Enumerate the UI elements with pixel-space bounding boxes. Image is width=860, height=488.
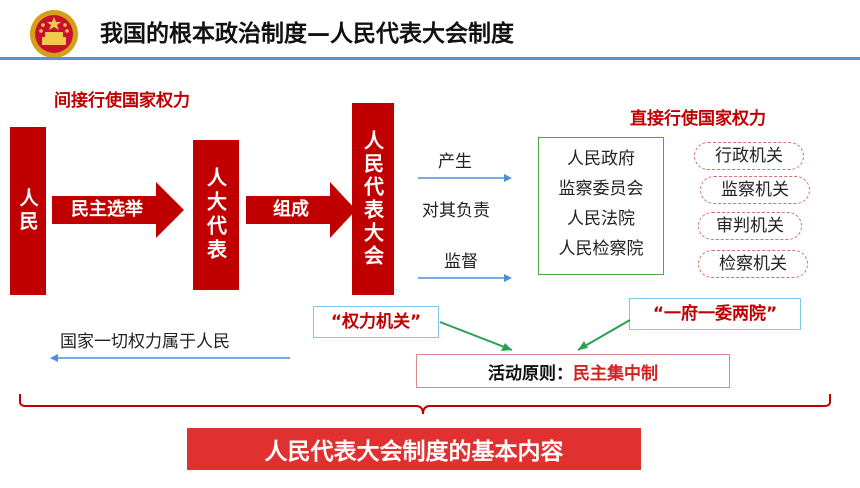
election-arrow: 民主选举 [52, 182, 184, 238]
national-emblem-icon [28, 8, 80, 60]
form-arrow-label: 组成 [273, 199, 309, 220]
type-judicial: 审判机关 [698, 212, 802, 240]
relation-accountable: 对其负责 [422, 201, 490, 221]
organ-government: 人民政府 [567, 149, 635, 169]
produce-arrow [418, 168, 512, 182]
page-title: 我国的根本政治制度—人民代表大会制度 [100, 21, 514, 47]
organ-procuratorate: 人民检察院 [558, 239, 644, 259]
type-procuratorial: 检察机关 [698, 250, 808, 278]
activity-principle-box: 活动原则： 民主集中制 [416, 354, 730, 388]
power-organ-quote: “权力机关” [313, 306, 439, 338]
form-arrow: 组成 [246, 182, 356, 238]
election-arrow-label: 民主选举 [71, 199, 143, 220]
npc-box: 人民代表大会 [352, 103, 394, 295]
summary-brace [18, 392, 832, 422]
npc-deputies-label: 人大代表 [203, 167, 228, 263]
relation-supervise: 监督 [444, 252, 478, 272]
principle-value: 民主集中制 [573, 363, 658, 384]
npc-label: 人民代表大会 [360, 130, 385, 268]
relation-produce: 产生 [438, 152, 472, 172]
people-label: 人民 [16, 188, 39, 234]
organ-court: 人民法院 [567, 209, 635, 229]
people-box: 人民 [10, 127, 46, 295]
title-divider [0, 57, 860, 60]
state-organs-box: 人民政府 监察委员会 人民法院 人民检察院 [538, 137, 664, 275]
npc-deputies-box: 人大代表 [193, 140, 239, 290]
type-administrative: 行政机关 [694, 142, 804, 170]
summary-banner: 人民代表大会制度的基本内容 [187, 428, 641, 470]
all-power-text: 国家一切权力属于人民 [60, 332, 230, 352]
supervise-arrow [418, 268, 512, 282]
indirect-power-label: 间接行使国家权力 [54, 91, 190, 111]
type-supervisory: 监察机关 [700, 176, 810, 204]
organ-supervision: 监察委员会 [558, 179, 644, 199]
principle-label: 活动原则： [488, 363, 573, 384]
all-power-arrow [50, 348, 290, 362]
one-gov-quote: “一府一委两院” [629, 298, 801, 330]
direct-power-label: 直接行使国家权力 [630, 109, 766, 129]
